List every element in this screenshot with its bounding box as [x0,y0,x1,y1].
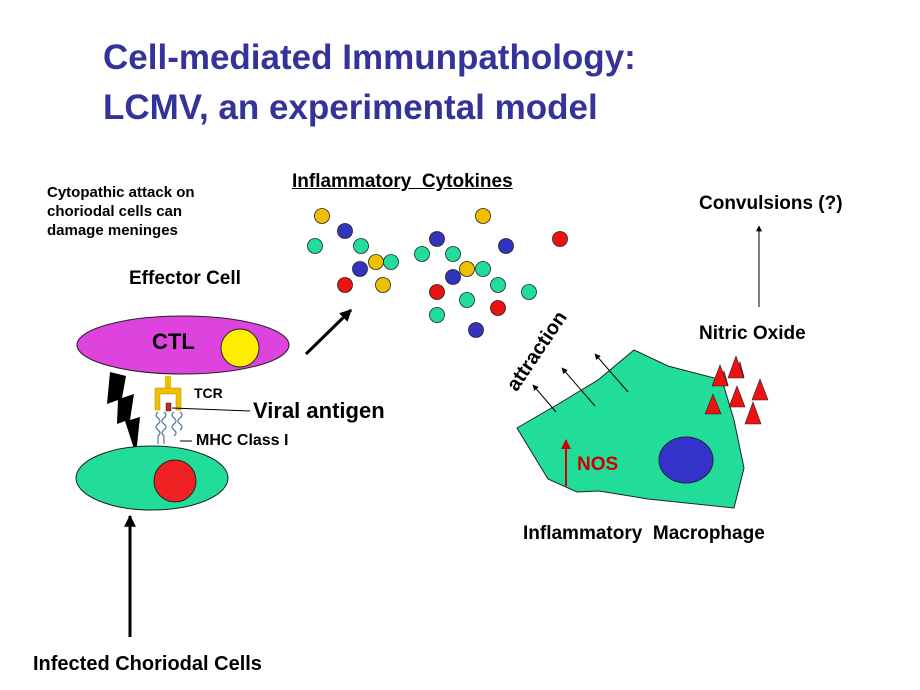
title-line-1: Cell-mediated Immunpathology: [103,38,636,77]
cytokine [383,254,399,270]
no-triangle [711,364,729,387]
macrophage-nucleus [658,436,714,484]
nos-label: NOS [577,454,619,475]
cytokine [459,261,475,277]
cytopathic-line-2: choriodal cells can [47,203,183,220]
cytokine [375,277,391,293]
cytokine [352,261,368,277]
cytokine [307,238,323,254]
cytokine [314,208,330,224]
cytokine [368,254,384,270]
inflammatory-macrophage-label: Inflammatory Macrophage [523,523,765,544]
cytokine [490,300,506,316]
slide-title: Cell-mediated Immunpathology: LCMV, an e… [103,33,636,133]
infected-nucleus [153,459,197,503]
cytokine [521,284,537,300]
cytokine [445,269,461,285]
cytokine [429,307,445,323]
cytopathic-note: Cytopathic attack on choriodal cells can… [47,183,195,240]
infected-cell [75,445,229,511]
nitric-oxide-label: Nitric Oxide [699,323,806,344]
cytokine [445,246,461,262]
macrophage-cell [516,349,745,509]
cytokine [475,261,491,277]
viral-antigen-icon [165,402,172,412]
cytokine [459,292,475,308]
attraction-arrow [561,367,596,407]
no-triangle [744,401,762,425]
no-triangle [728,385,746,408]
convulsions-label: Convulsions (?) [699,193,843,214]
cytokine [337,223,353,239]
attraction-arrow [594,353,629,393]
effector-cell-label: Effector Cell [129,268,241,289]
no-triangle [751,378,769,401]
cytokine [429,284,445,300]
attraction-arrow [532,384,557,413]
cytopathic-line-3: damage meninges [47,222,178,239]
ctl-label: CTL [152,329,195,354]
cytokine-release-arrow [304,308,353,356]
infected-cells-label: Infected Choriodal Cells [33,653,262,675]
cytokine [490,277,506,293]
tcr-label: TCR [194,385,223,401]
cytokine [498,238,514,254]
ctl-nucleus [220,328,260,368]
no-triangle [727,355,745,379]
viral-antigen-leader [171,407,251,412]
cytokine [414,246,430,262]
cytokine-dots [307,208,568,338]
cytokine [353,238,369,254]
cytokine [337,277,353,293]
title-line-2: LCMV, an experimental model [103,88,598,127]
cytokine [468,322,484,338]
inflammatory-cytokines-label: Inflammatory Cytokines [292,171,513,192]
cytokine [475,208,491,224]
cytopathic-line-1: Cytopathic attack on [47,184,195,201]
tcr-receptor-icon [154,376,182,411]
cytokine [552,231,568,247]
mhc-class-i-label: MHC Class I [196,432,289,449]
cytokine [429,231,445,247]
lightning-bolt-icon [107,372,140,455]
viral-antigen-label: Viral antigen [253,398,385,423]
mhc-class-i-icon [155,411,183,444]
no-triangle [704,393,722,415]
